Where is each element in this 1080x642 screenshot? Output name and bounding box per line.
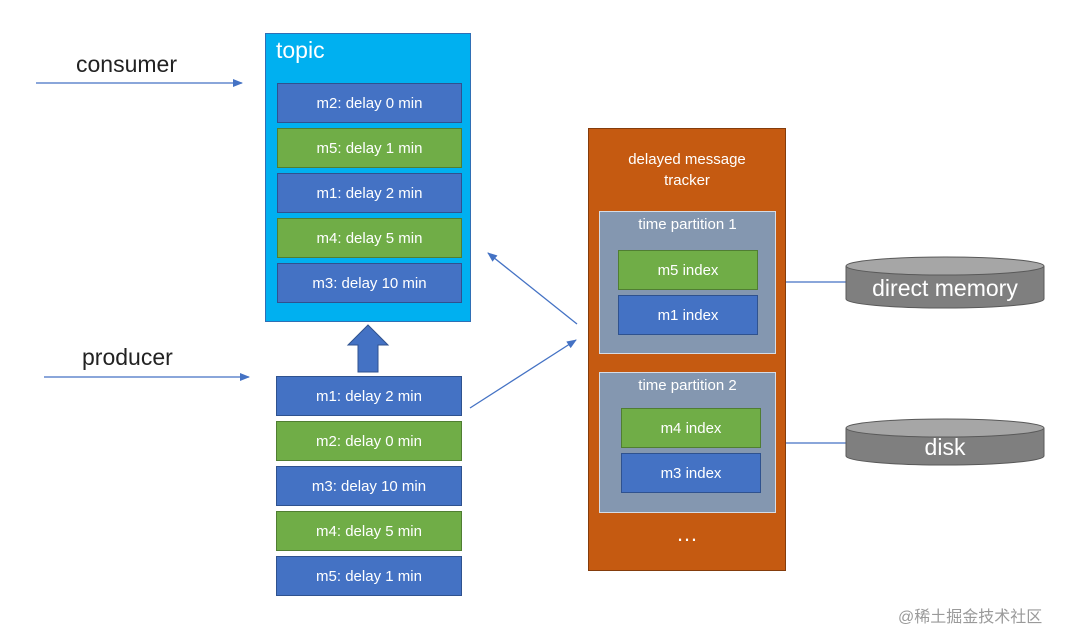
producer-message: m2: delay 0 min — [276, 421, 462, 461]
topic-message: m3: delay 10 min — [277, 263, 462, 303]
topic-title: topic — [276, 37, 325, 63]
index-entry: m4 index — [621, 408, 761, 448]
producer-label: producer — [82, 344, 173, 370]
up-arrow-icon — [346, 324, 390, 373]
index-entry: m5 index — [618, 250, 758, 290]
topic-message: m5: delay 1 min — [277, 128, 462, 168]
direct-memory-cylinder-icon: direct memory — [845, 256, 1045, 309]
producer-message: m1: delay 2 min — [276, 376, 462, 416]
time-partition-title: time partition 1 — [638, 216, 737, 233]
tracker-title-line2: tracker — [664, 172, 710, 189]
producer-to-tracker-arrow — [469, 339, 577, 409]
index-entry: m3 index — [621, 453, 761, 493]
topic-message: m4: delay 5 min — [277, 218, 462, 258]
watermark: @稀土掘金技术社区 — [898, 609, 1043, 626]
delayed-message-tracker: delayed message tracker time partition 1… — [588, 128, 786, 571]
producer-message: m3: delay 10 min — [276, 466, 462, 506]
more-partitions-ellipsis: … — [676, 521, 698, 546]
producer-message: m5: delay 1 min — [276, 556, 462, 596]
consumer-label: consumer — [76, 51, 177, 77]
producer-message: m4: delay 5 min — [276, 511, 462, 551]
disk-cylinder-icon: disk — [845, 418, 1045, 466]
tracker-to-topic-arrow — [487, 252, 578, 325]
direct-memory-label: direct memory — [872, 275, 1018, 301]
index-entry: m1 index — [618, 295, 758, 335]
topic-message: m1: delay 2 min — [277, 173, 462, 213]
tracker-title: delayed message tracker — [589, 149, 785, 191]
disk-label: disk — [925, 434, 966, 460]
time-partition-1: time partition 1 m5 index m1 index — [599, 211, 776, 354]
topic-message: m2: delay 0 min — [277, 83, 462, 123]
topic-box: topic m2: delay 0 min m5: delay 1 min m1… — [265, 33, 471, 322]
tracker-title-line1: delayed message — [628, 151, 746, 168]
time-partition-title: time partition 2 — [638, 377, 737, 394]
time-partition-2: time partition 2 m4 index m3 index — [599, 372, 776, 513]
